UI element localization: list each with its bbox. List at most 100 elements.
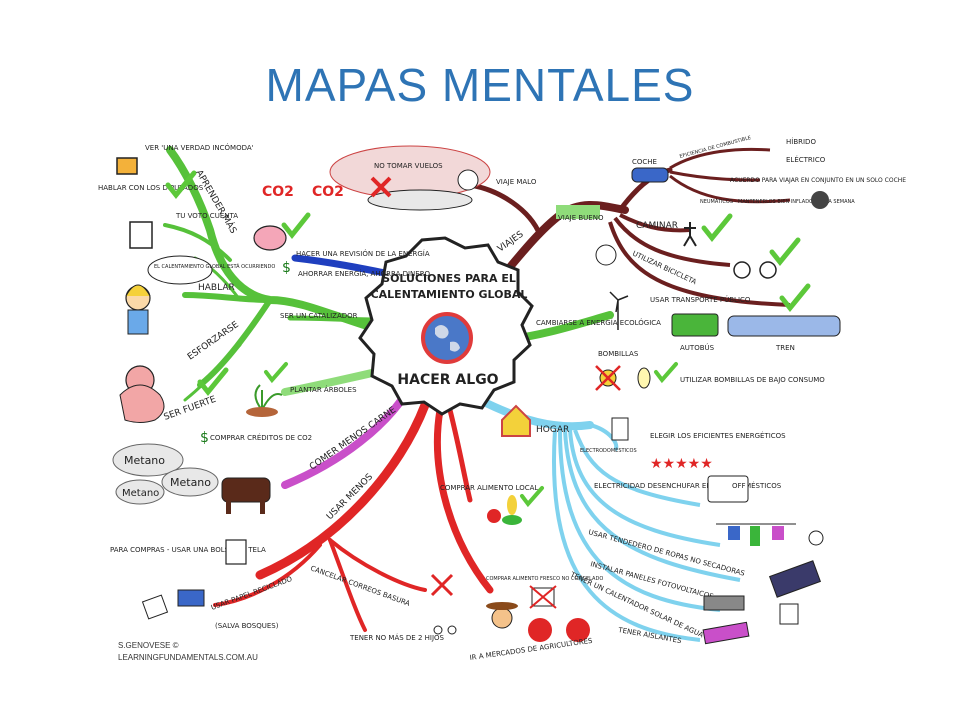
- co2-label: CO2: [262, 184, 294, 200]
- no-icon: [595, 365, 621, 391]
- branch-red-papel: [213, 543, 322, 607]
- switch-icon: [707, 475, 749, 503]
- soil-icon: [246, 407, 278, 417]
- off-label: OFF: [732, 482, 746, 490]
- cloud-icon: [112, 443, 184, 477]
- papel-label: USAR PAPEL RECICLADO: [210, 575, 294, 612]
- walker-icon: [683, 222, 697, 247]
- solar-panel-icon: [768, 560, 822, 598]
- branch-brown-neum: [669, 174, 791, 204]
- grass-icon: [556, 205, 600, 219]
- electrodomesticos-label: ELECTRODOMÉSTICOS: [580, 446, 637, 454]
- stars-icon: ★★★★★: [650, 456, 713, 472]
- plantar-label: PLANTAR ÁRBOLES: [290, 385, 357, 394]
- box-icon: [177, 589, 205, 607]
- apples-icon: [566, 618, 590, 642]
- dollar-icon: $: [200, 430, 209, 446]
- check-icon: [779, 283, 811, 312]
- acuerdo-label: ACUERDO PARA VIAJAR EN CONJUNTO EN UN SO…: [730, 177, 906, 184]
- insulation-icon: [702, 621, 750, 645]
- woman-body-icon: [127, 309, 149, 335]
- mailbox-icon: [430, 573, 454, 597]
- farmer-hat-icon: [486, 602, 518, 610]
- check-icon: [701, 213, 733, 242]
- metano-label: Metano: [124, 454, 165, 467]
- bombillas-label: BOMBILLAS: [598, 350, 639, 358]
- child-icon: [447, 625, 457, 635]
- woman-hair-icon: [125, 284, 151, 297]
- branch-brown-caminar: [619, 213, 691, 233]
- elegir-label: ELEGIR LOS EFICIENTES ENERGÉTICOS: [650, 431, 786, 440]
- piggy-bank-icon: [253, 225, 287, 251]
- cow-icon: [221, 477, 271, 503]
- sad-face-icon: [457, 169, 479, 191]
- branch-cyan-4: [563, 429, 741, 582]
- branch-brown-bici: [613, 216, 731, 267]
- hijos-label: TENER NO MÁS DE 2 HIJOS: [349, 633, 445, 642]
- verdad-label: VER 'UNA VERDAD INCÓMODA': [145, 143, 254, 152]
- happy-face-icon: [595, 244, 617, 266]
- tv-icon: [116, 157, 138, 175]
- fuerte-label: SER FUERTE: [163, 395, 218, 423]
- corn-icon: [507, 495, 517, 515]
- paper-icon: [141, 594, 169, 620]
- train-icon: [727, 315, 841, 337]
- credit-author: S.GENOVESE ©: [118, 641, 179, 650]
- check-icon: [165, 170, 197, 199]
- center-line2: CALENTAMIENTO GLOBAL: [371, 288, 528, 301]
- tren-label: TREN: [775, 344, 795, 352]
- esforzarse-label: ESFORZARSE: [186, 320, 241, 363]
- branch-cyan-3: [568, 429, 721, 547]
- cow-leg-icon: [226, 500, 231, 514]
- diputados-label: HABLAR CON LOS DIPUTADOS: [98, 184, 204, 192]
- voto-label: TU VOTO CUENTA: [175, 212, 238, 220]
- branch-green-voto: [163, 223, 232, 262]
- check-icon: [197, 367, 229, 396]
- check-icon: [264, 362, 288, 384]
- bolsa-label: PARA COMPRAS - USAR UNA BOLSA DE TELA: [110, 546, 266, 554]
- sprout-icon: [254, 384, 283, 411]
- earth-continents: [435, 325, 460, 352]
- hablar-label: HABLAR: [198, 283, 235, 293]
- shirt-icon: [772, 526, 784, 540]
- house-icon: [501, 404, 531, 437]
- pants-icon: [750, 526, 760, 546]
- metano-label: Metano: [122, 488, 159, 499]
- co2-label: CO2: [312, 184, 344, 200]
- comer-label: COMER MENOS CARNE: [308, 405, 398, 472]
- check-icon: [769, 237, 801, 266]
- catalizador-label: SER UN CATALIZADOR: [280, 312, 358, 320]
- tire-icon: [811, 191, 829, 209]
- tomato-icon: [487, 509, 501, 523]
- tank-icon: [779, 603, 799, 625]
- branch-brown-transporte: [608, 221, 791, 307]
- speech-bubble: [147, 255, 213, 285]
- cambiarse-label: CAMBIARSE A ENERGÍA ECOLÓGICA: [536, 318, 661, 327]
- sun-icon: [808, 530, 824, 546]
- branch-brown-efic: [669, 147, 771, 170]
- viaje-bueno-label: VIAJE BUENO: [558, 214, 604, 222]
- cross-icon: [370, 176, 392, 198]
- branch-brown-acuerdo: [669, 170, 761, 182]
- fridge-icon: [611, 417, 629, 441]
- branch-red-correos: [328, 538, 427, 592]
- hogar-label: HOGAR: [536, 425, 569, 435]
- caminar-label: CAMINAR: [636, 221, 678, 231]
- eficiencia-label: EFICIENCIA DE COMBUSTIBLE: [679, 135, 752, 160]
- coche-label: COCHE: [632, 158, 657, 166]
- electrico-label: ELÉCTRICO: [786, 155, 826, 164]
- metano-label: Metano: [170, 476, 211, 489]
- branch-magenta: [281, 391, 409, 489]
- branch-red-local: [434, 406, 494, 594]
- wind-turbine-icon: [609, 291, 629, 330]
- vuelos-label: NO TOMAR VUELOS: [374, 162, 443, 170]
- bag-icon: [225, 539, 247, 565]
- branch-red: [255, 400, 430, 580]
- creditos-label: COMPRAR CRÉDITOS DE CO2: [210, 433, 312, 442]
- no-icon: [529, 585, 557, 609]
- local-label: COMPRAR ALIMENTO LOCAL: [440, 484, 538, 492]
- check-icon: [520, 486, 544, 508]
- ahorrar-label: AHORRAR ENERGÍA, AHORRA DINERO: [298, 269, 431, 278]
- branch-red-hijos: [328, 538, 367, 632]
